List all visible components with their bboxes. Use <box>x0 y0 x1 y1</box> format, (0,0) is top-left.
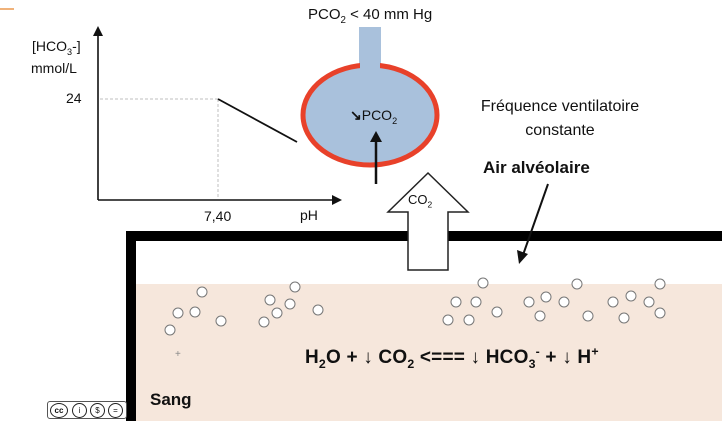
inner-pco2-label: ↘PCO2 <box>350 107 398 126</box>
bubble <box>607 296 619 308</box>
bubble <box>618 312 630 324</box>
pco2-up-arrowhead <box>370 131 382 142</box>
bubble <box>582 310 594 322</box>
bubble <box>284 298 296 310</box>
graph-curve <box>217 98 298 143</box>
buffer-equation: H2O + ↓ CO2 <=== ↓ HCO3- + ↓ H+ <box>305 344 599 371</box>
bubble <box>450 296 462 308</box>
ventilation-frequency-label: Fréquence ventilatoire constante <box>480 98 640 139</box>
air-pointer-head <box>517 250 528 264</box>
graph-x-arrowhead <box>332 195 342 205</box>
bubble <box>442 314 454 326</box>
y-tick-label: 24 <box>66 90 82 106</box>
y-axis-label: [HCO3-] <box>32 38 81 57</box>
bubble <box>215 315 227 327</box>
alveolus-duct-join <box>360 61 380 71</box>
bubble <box>523 296 535 308</box>
alveolus-duct <box>359 27 381 69</box>
down-arrow-icon: ↓ <box>363 347 373 368</box>
co2-transfer-arrow <box>386 171 470 271</box>
blood-label: Sang <box>150 390 192 409</box>
bubble <box>558 296 570 308</box>
bubble <box>172 307 184 319</box>
bubble <box>654 307 666 319</box>
bubble <box>258 316 270 328</box>
down-arrow-icon: ↓ <box>562 347 572 368</box>
noncommercial-icon: $ <box>90 403 105 418</box>
x-tick-label: 7,40 <box>204 208 232 224</box>
co2-arrow-label: CO2 <box>408 192 433 210</box>
bubble <box>540 291 552 303</box>
alveolar-membrane-left <box>126 231 136 421</box>
creative-commons-badge: cc i $ = <box>47 401 127 419</box>
bubble <box>264 294 276 306</box>
bubble <box>271 307 283 319</box>
bubble <box>196 286 208 298</box>
corner-accent <box>0 8 14 10</box>
down-arrow-icon: ↓ <box>470 347 481 368</box>
attribution-icon: i <box>72 403 87 418</box>
bubble <box>625 290 637 302</box>
bubble <box>571 278 583 290</box>
y-axis-unit: mmol/L <box>31 60 77 76</box>
bubble <box>477 277 489 289</box>
noderivs-icon: = <box>108 403 123 418</box>
bubble <box>164 324 176 336</box>
bubble <box>534 310 546 322</box>
bubble <box>654 278 666 290</box>
down-right-arrow-icon: ↘ <box>350 107 362 123</box>
small-plus-mark: + <box>175 349 181 360</box>
cc-icon: cc <box>50 403 68 418</box>
bubble <box>643 296 655 308</box>
bubble <box>491 306 503 318</box>
air-pointer-line <box>522 183 549 256</box>
x-axis-label: pH <box>300 207 318 223</box>
bubble <box>312 304 324 316</box>
co2-bubbles <box>164 277 666 336</box>
alveolar-air-label: Air alvéolaire <box>483 158 590 177</box>
graph-y-arrowhead <box>93 26 103 36</box>
blood-region <box>126 284 722 421</box>
bubble <box>289 281 301 293</box>
bubble <box>189 306 201 318</box>
bubble <box>470 296 482 308</box>
bubble <box>463 314 475 326</box>
pco2-threshold-label: PCO2 < 40 mm Hg <box>308 6 433 26</box>
